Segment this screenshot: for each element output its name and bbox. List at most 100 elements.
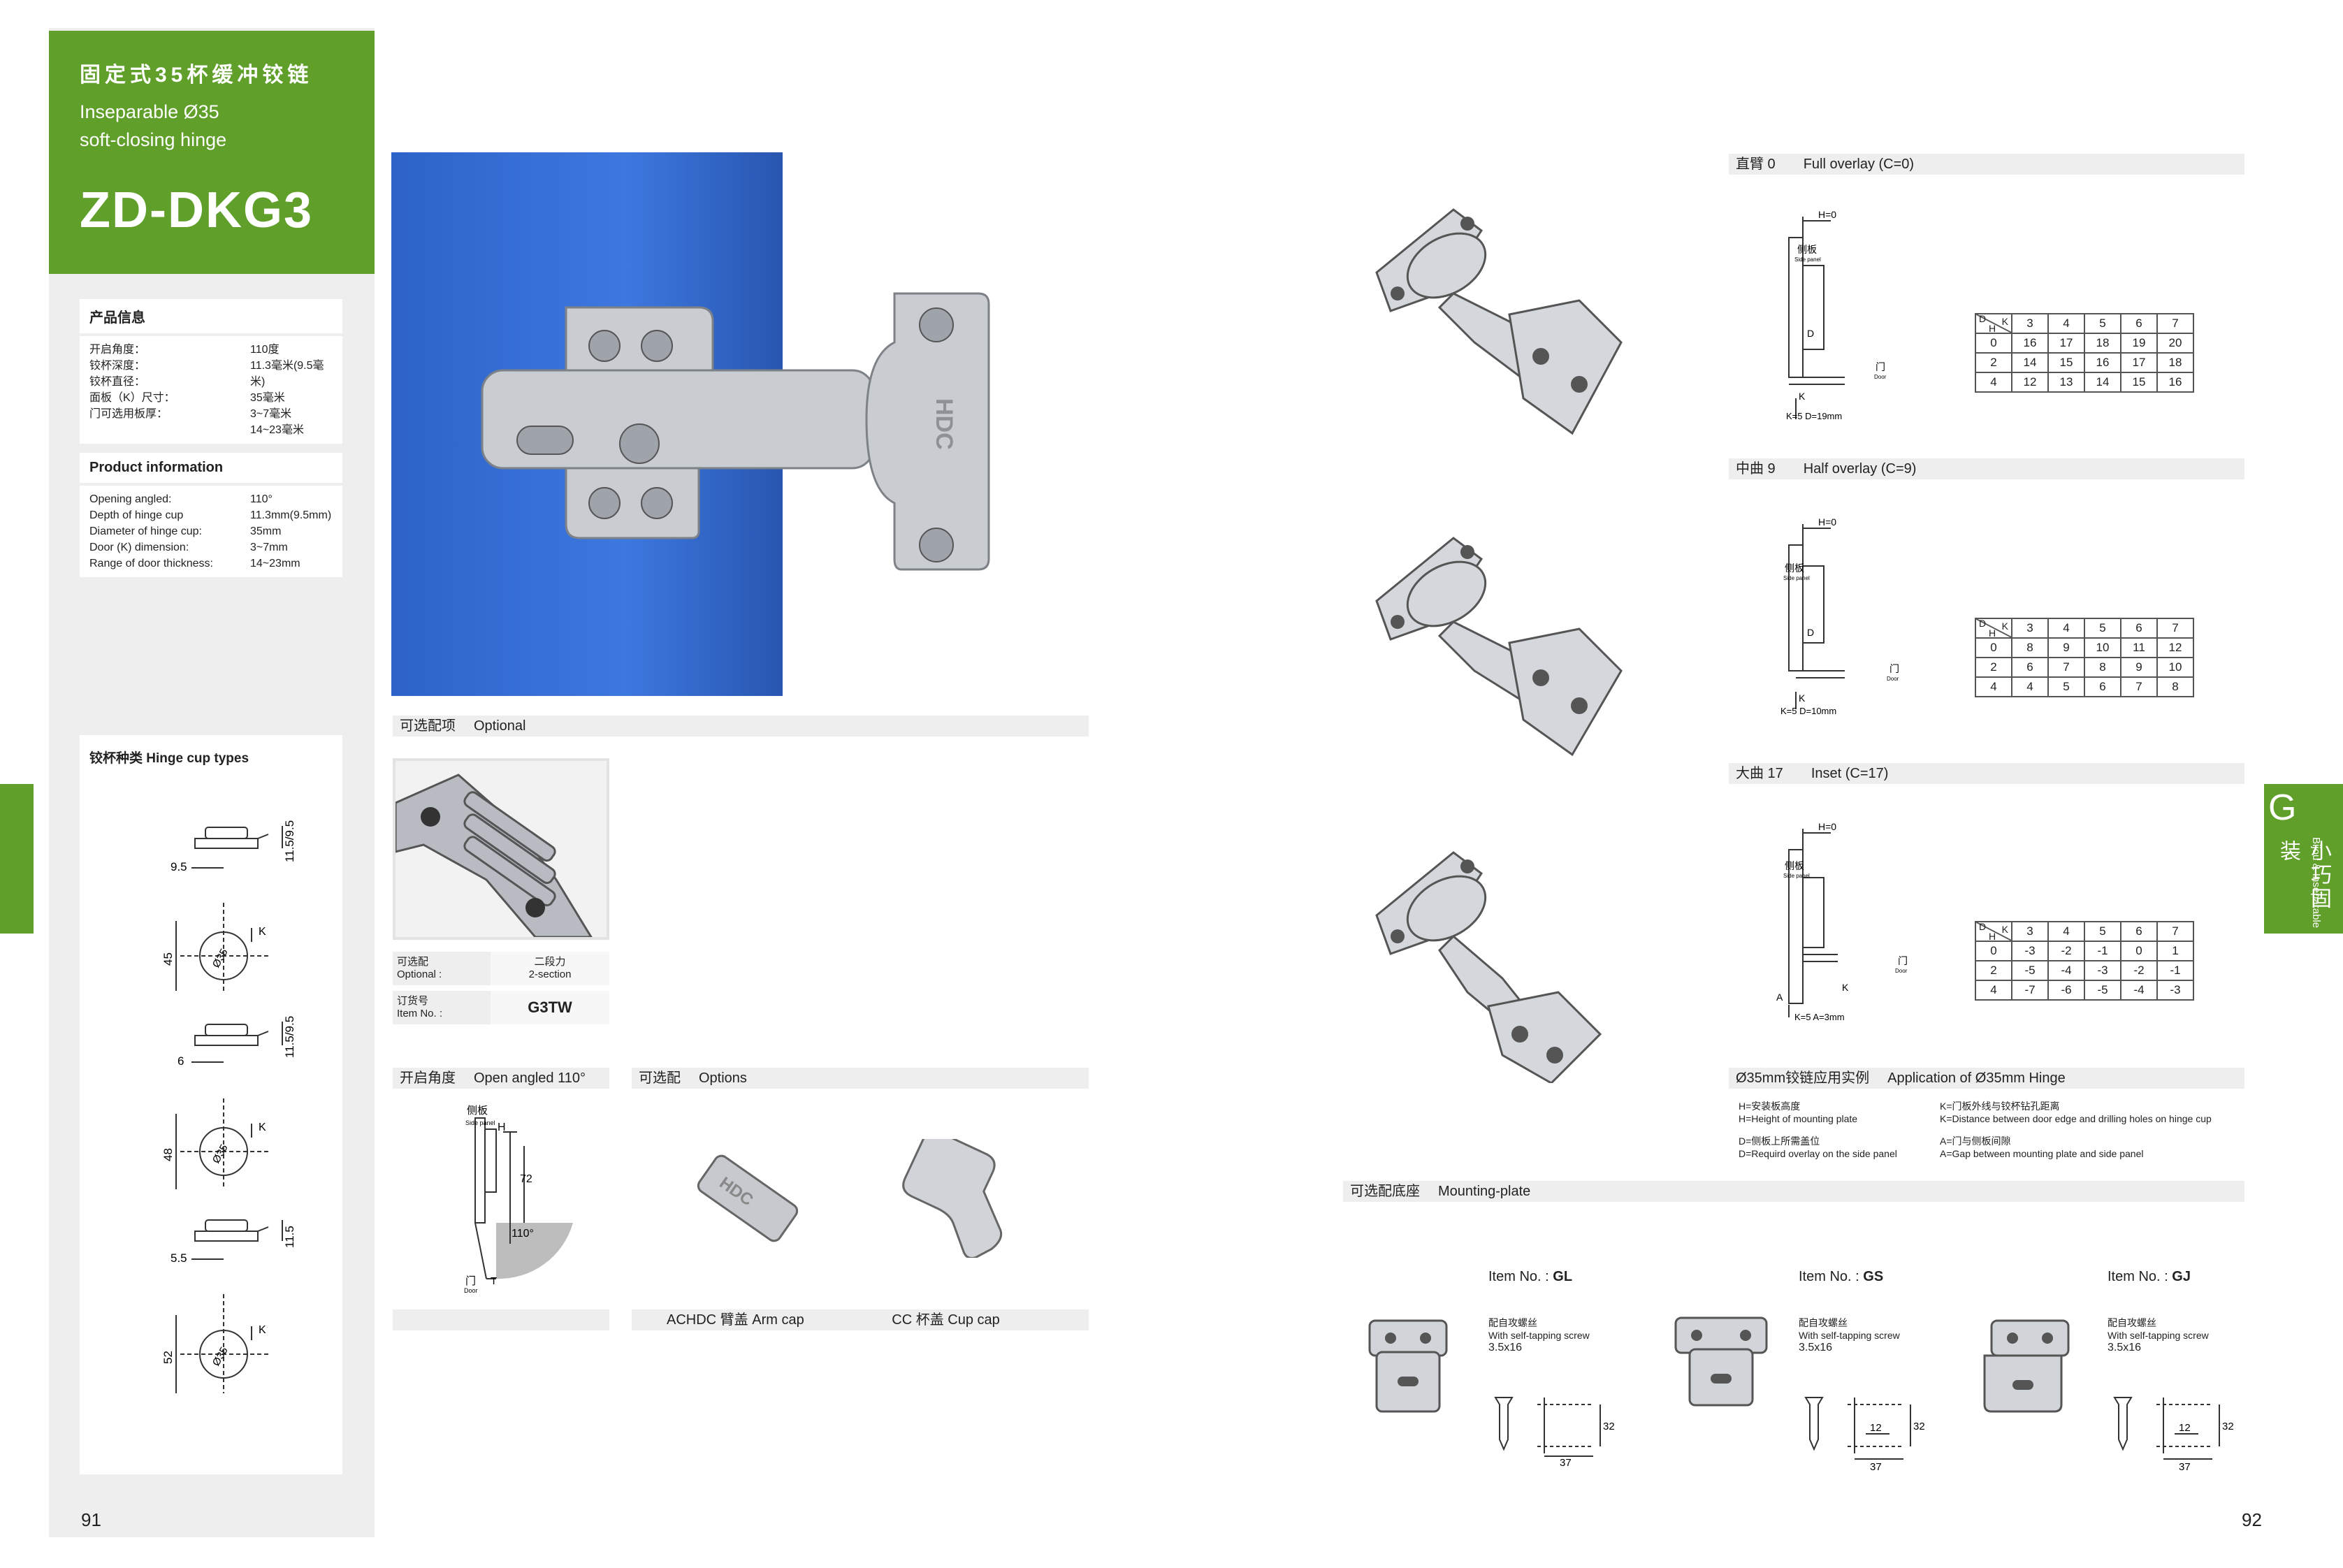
cup-1-depth: 11.5/9.5 [283,820,296,862]
cup-2-height: 48 [161,1148,175,1161]
full-overlay-diagram: H=0 侧板 Side panel D 门 Door K K=5 D=19mm [1786,210,1887,421]
cup-2-k: K [259,1121,266,1133]
mounting-item-gj: Item No. : GJ 配自攻螺丝 With self-tapping sc… [1978,1265,2257,1474]
svg-text:H=0: H=0 [1818,517,1836,528]
svg-text:12: 12 [2179,1422,2191,1434]
caps-caption-bar: ACHDC 臂盖 Arm cap CC 杯盖 Cup cap [632,1309,1089,1330]
svg-text:Door: Door [464,1287,478,1294]
svg-text:门: 门 [465,1275,476,1287]
en-info-card: Product information Opening angled: Dept… [80,453,342,577]
cn-info-rows: 开启角度： 铰杯深度： 铰杯直径： 面板（K）尺寸： 门可选用板厚： 110度 … [89,344,324,436]
svg-text:Door: Door [1874,374,1887,380]
hinge-image-half-overlay [1375,537,1623,757]
cup-1-offset: 9.5 [171,860,187,873]
svg-text:Side panel: Side panel [1783,575,1810,581]
item-no-gs: Item No. : GS [1799,1269,1884,1284]
cup-cap-label: CC 杯盖 Cup cap [892,1312,1000,1328]
cup-1-dia: Ø35 [210,947,231,970]
plate-image-gl [1368,1319,1448,1413]
open-angle-diagram: 侧板 Side panel H 72 110° 门 Door T [464,1104,573,1294]
hinge-brand-mark: HDC [931,398,957,450]
cup-diagram-3: 5.5 11.5 52 Ø35 K [161,1219,296,1393]
svg-text:D: D [1807,627,1814,638]
plate-image-gs [1674,1316,1768,1407]
svg-text:K: K [1799,692,1806,704]
svg-text:Door: Door [1887,676,1899,682]
svg-text:37: 37 [1560,1457,1572,1467]
cup-3-depth: 11.5 [283,1226,296,1248]
svg-text:110°: 110° [512,1228,534,1240]
svg-text:门: 门 [1889,663,1899,674]
hinge-photo: HDC [481,292,990,571]
full-overlay-caption: K=5 D=19mm [1786,411,1842,421]
cup-cap-image [902,1139,1003,1258]
cup-2-offset: 6 [177,1054,184,1068]
svg-text:门: 门 [1876,361,1885,372]
cup-types-card: 铰杯种类 Hinge cup types 9.5 11.5/9.5 45 Ø35… [80,735,342,1474]
en-info-heading: Product information [80,453,342,483]
cup-3-height: 52 [161,1351,175,1364]
svg-text:H=0: H=0 [1818,822,1836,832]
application-notes-right: K=门板外线与铰杯钻孔距离 K=Distance between door ed… [1940,1101,2212,1159]
cup-2-depth: 11.5/9.5 [283,1016,296,1058]
svg-text:72: 72 [520,1173,532,1185]
half-overlay-diagram: H=0 侧板 Side panel D 门 Door K K=5 D=10mm [1780,517,1899,716]
item-no-gj: Item No. : GJ [2108,1269,2191,1284]
screw-drawing-gj: 12 37 32 [2113,1397,2234,1473]
cup-3-k: K [259,1324,266,1336]
svg-text:32: 32 [1913,1421,1925,1432]
section-tab-g: G 小巧固装 Bijou & Inseparable [2264,784,2343,934]
plate-image-gj [1983,1319,2070,1413]
tab-cn-label: 小巧固装 [2277,840,2330,911]
mounting-item-gs: Item No. : GS 配自攻螺丝 With self-tapping sc… [1669,1265,1976,1474]
title-cn: 固定式35杯缓冲铰链 [80,64,313,87]
page-number-right: 92 [2242,1509,2262,1530]
application-notes-left: H=安装板高度 H=Height of mounting plate D=侧板上… [1739,1101,1897,1159]
svg-text:H: H [498,1121,506,1133]
cn-info-card: 产品信息 开启角度： 铰杯深度： 铰杯直径： 面板（K）尺寸： 门可选用板厚： … [80,299,342,444]
tab-en-label: Bijou & Inseparable [2310,837,2322,929]
item-no-row: 订货号 Item No. : G3TW [393,991,609,1024]
arm-cap-label: ACHDC 臂盖 Arm cap [667,1312,804,1328]
svg-text:K: K [1842,982,1849,993]
hinge-image-full-overlay [1375,208,1623,435]
svg-text:侧板: 侧板 [1797,244,1817,255]
cup-1-height: 45 [161,952,175,966]
optional-row: 可选配 Optional : 二段力 2-section [393,952,609,985]
en-info-rows: Opening angled: Depth of hinge cup Diame… [89,493,332,569]
svg-text:H=0: H=0 [1818,210,1836,220]
arm-cap-image: HDC [697,1154,799,1242]
svg-text:Side panel: Side panel [1794,256,1821,263]
svg-text:Door: Door [1895,968,1908,974]
model-number: ZD-DKG3 [80,182,313,238]
title-en: Inseparable Ø35 soft-closing hinge [80,101,227,150]
cup-2-dia: Ø35 [210,1142,231,1166]
optional-bottom-bar [393,1309,609,1330]
cup-3-offset: 5.5 [171,1251,187,1265]
svg-text:门: 门 [1898,955,1908,966]
svg-text:37: 37 [2179,1461,2191,1473]
svg-text:T: T [491,1275,497,1287]
screw-drawing-gs: 12 37 32 [1804,1397,1925,1473]
svg-text:K: K [1799,391,1806,402]
hinge-image-inset [1375,851,1602,1083]
cup-types-heading: 铰杯种类 Hinge cup types [89,751,249,766]
svg-text:Side panel: Side panel [465,1119,495,1126]
svg-text:12: 12 [1870,1422,1882,1434]
svg-text:37: 37 [1870,1461,1882,1473]
title-block: 固定式35杯缓冲铰链 Inseparable Ø35 soft-closing … [49,31,375,274]
svg-text:Side panel: Side panel [1783,873,1810,879]
svg-text:侧板: 侧板 [1785,860,1804,871]
cup-3-dia: Ø35 [210,1345,231,1368]
tab-letter: G [2268,787,2297,828]
